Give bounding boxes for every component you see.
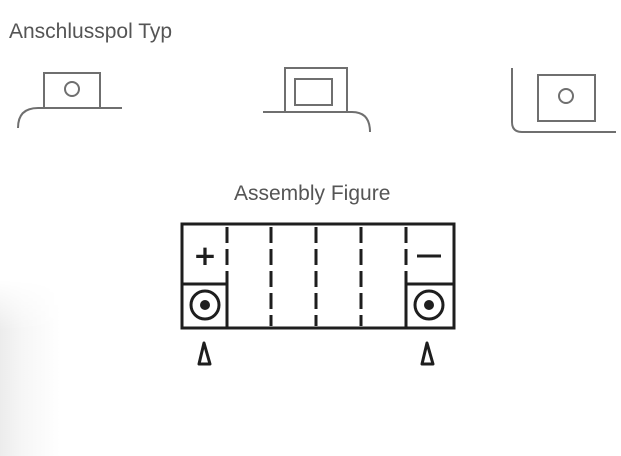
battery-body [180,222,456,330]
positive-terminal-label: + [193,239,216,272]
cell-dividers [225,227,408,326]
positive-pointer-icon [197,341,212,366]
positive-terminal-icon [180,282,229,330]
assembly-figure-heading: Assembly Figure [234,182,391,205]
negative-terminal-icon [404,282,456,330]
terminal-type-heading: Anschlusspol Typ [9,20,173,43]
negative-pointer-icon [420,341,435,366]
